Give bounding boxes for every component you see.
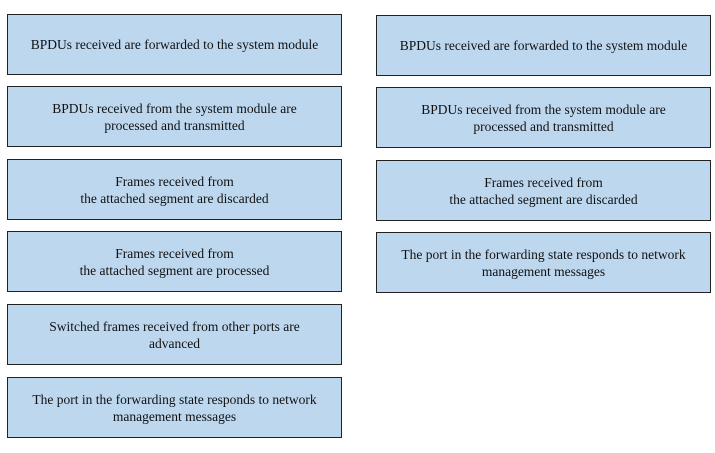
answer-text: The port in the forwarding state respond… <box>401 246 686 279</box>
answer-item[interactable]: BPDUs received are forwarded to the syst… <box>376 15 711 76</box>
option-item[interactable]: BPDUs received from the system module ar… <box>7 86 342 147</box>
option-item[interactable]: The port in the forwarding state respond… <box>7 377 342 438</box>
answer-text: BPDUs received from the system module ar… <box>421 101 666 134</box>
answer-text: BPDUs received are forwarded to the syst… <box>399 38 688 53</box>
option-text: The port in the forwarding state respond… <box>32 391 317 424</box>
option-item[interactable]: Frames received from the attached segmen… <box>7 231 342 292</box>
answer-item[interactable]: BPDUs received from the system module ar… <box>376 87 711 148</box>
option-text: BPDUs received from the system module ar… <box>52 100 297 133</box>
answer-item[interactable]: Frames received from the attached segmen… <box>376 160 711 221</box>
option-item[interactable]: Switched frames received from other port… <box>7 304 342 365</box>
option-text: Switched frames received from other port… <box>49 318 300 351</box>
answer-item[interactable]: The port in the forwarding state respond… <box>376 232 711 293</box>
option-text: BPDUs received are forwarded to the syst… <box>30 37 319 52</box>
option-item[interactable]: BPDUs received are forwarded to the syst… <box>7 14 342 75</box>
option-item[interactable]: Frames received from the attached segmen… <box>7 159 342 220</box>
option-text: Frames received from the attached segmen… <box>79 245 270 278</box>
answer-text: Frames received from the attached segmen… <box>449 174 638 207</box>
option-text: Frames received from the attached segmen… <box>80 173 269 206</box>
